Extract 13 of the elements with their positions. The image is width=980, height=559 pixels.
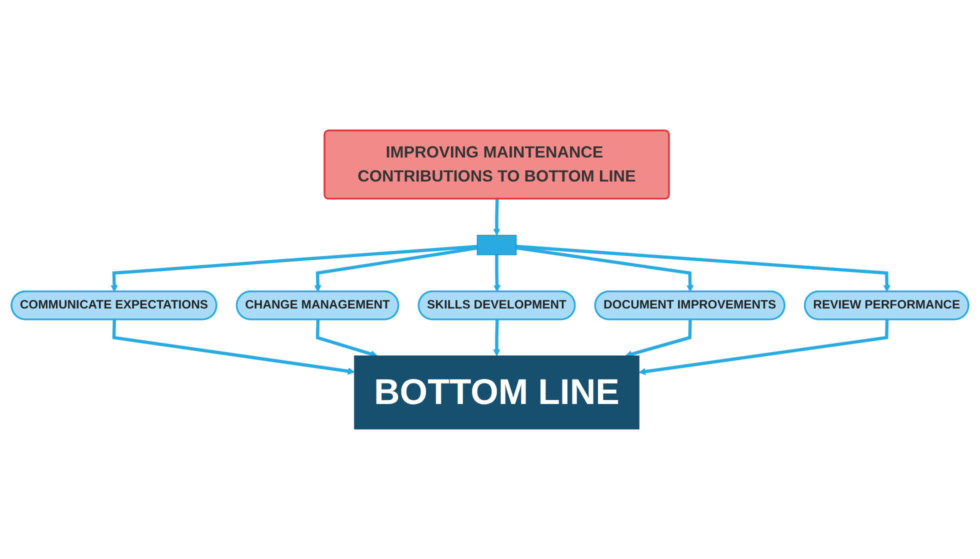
node-box: BOTTOM LINE: [354, 355, 640, 430]
arrow: [316, 319, 378, 358]
arrow: [112, 319, 355, 374]
arrow: [638, 319, 889, 375]
arrow: [516, 246, 694, 292]
arrow: [493, 319, 500, 356]
arrow: [314, 246, 478, 292]
arrow: [110, 244, 478, 292]
arrow: [625, 319, 692, 358]
arrow: [493, 254, 501, 292]
arrow: [493, 198, 500, 236]
arrow: [516, 244, 890, 292]
node-bar: [476, 234, 517, 255]
